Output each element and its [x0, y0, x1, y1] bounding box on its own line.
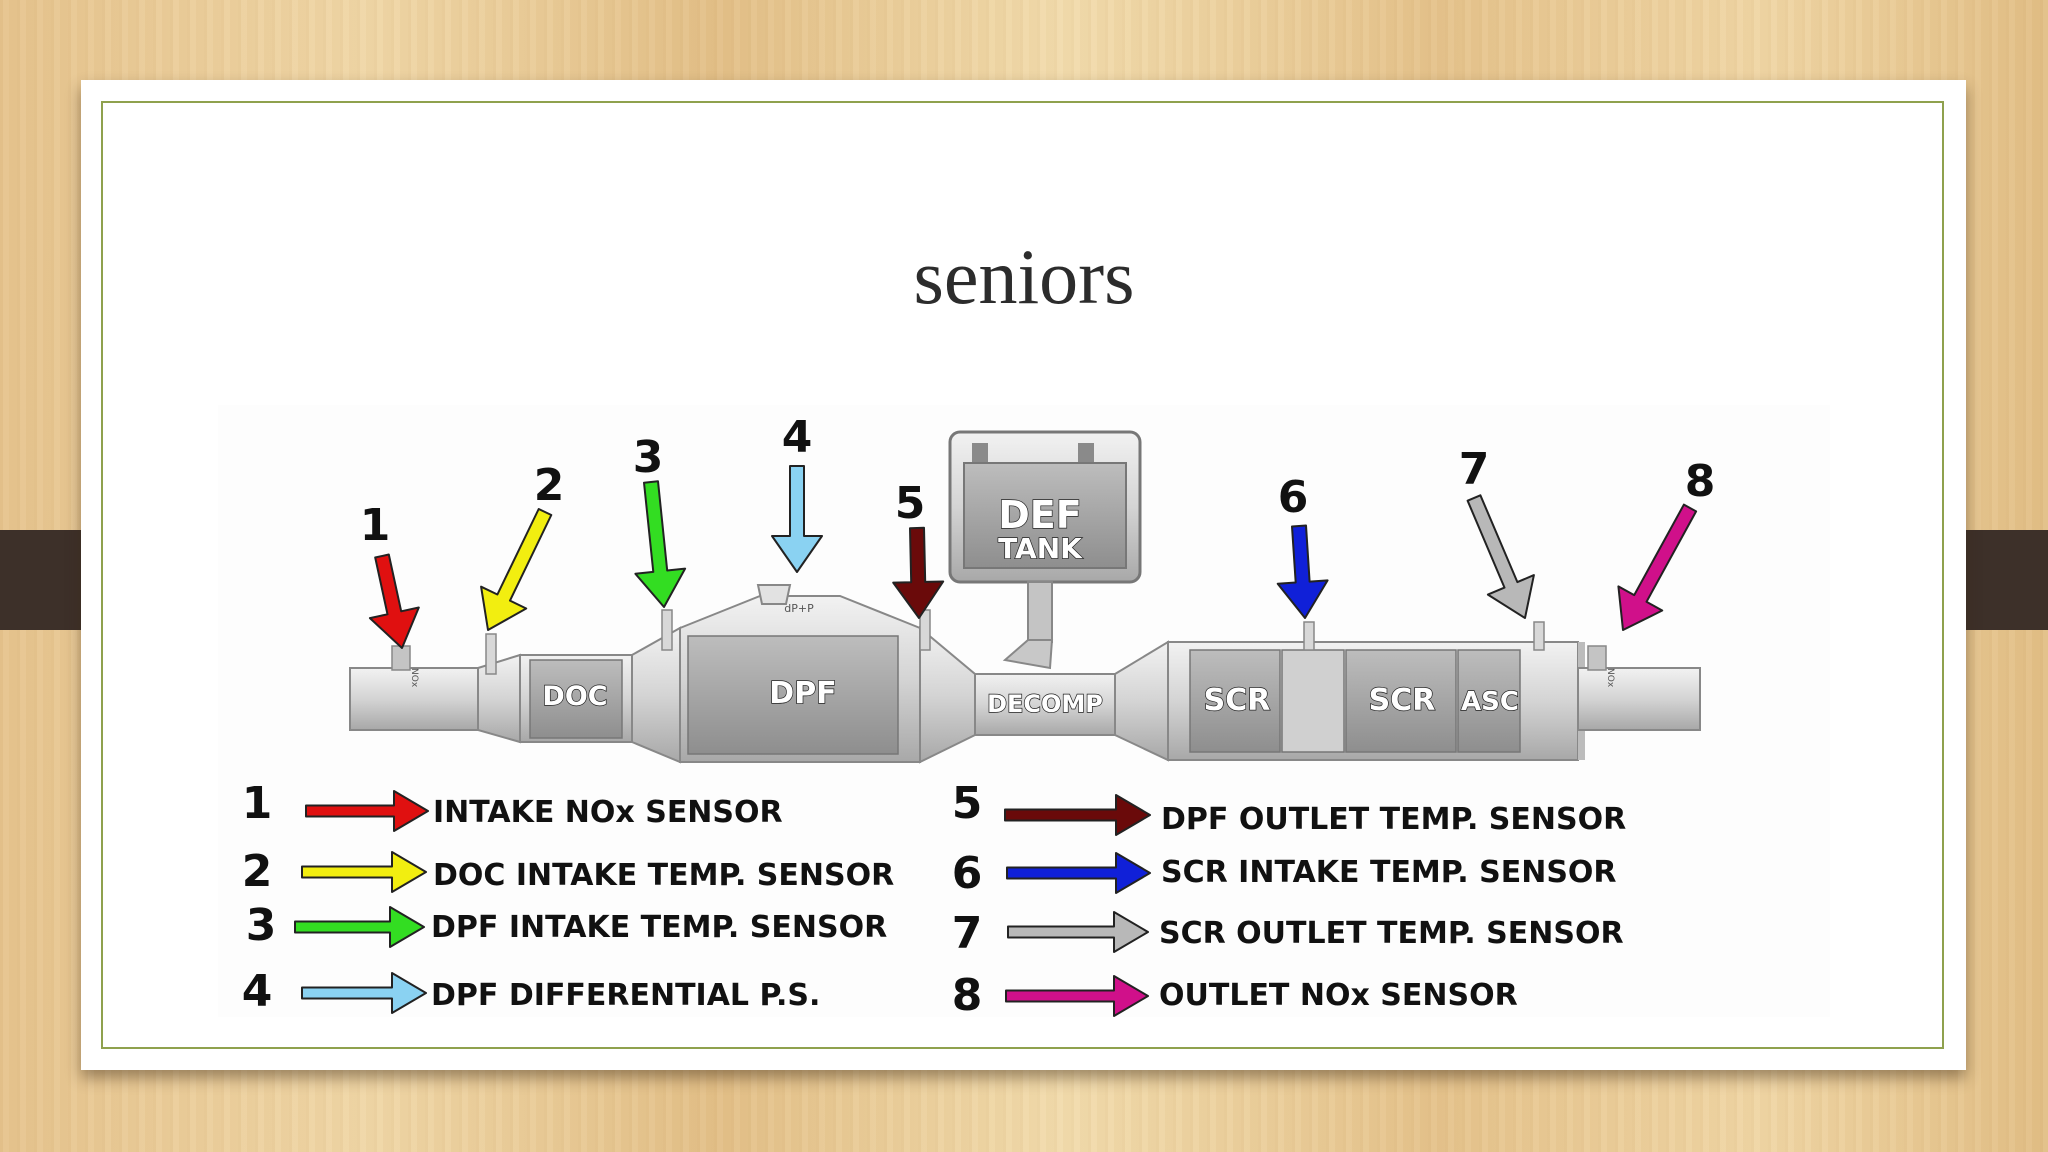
legend-number-2: 2 — [242, 846, 273, 897]
legend-number-3: 3 — [246, 900, 277, 951]
def-tank-label-line1: DEF — [998, 493, 1081, 537]
callout-arrow-7 — [1466, 494, 1535, 619]
dpf-label: DPF — [769, 676, 836, 711]
slide-title: seniors — [913, 233, 1135, 320]
intake-nox-tag: NOx — [409, 668, 419, 688]
def-tank: DEF TANK — [948, 430, 1142, 670]
legend-arrow-4 — [301, 972, 427, 1014]
callout-arrow-2 — [480, 508, 553, 631]
def-tank-label-line2: TANK — [998, 532, 1083, 565]
callout-number-5: 5 — [895, 478, 926, 529]
callout-number-7: 7 — [1459, 444, 1490, 495]
scr-label-2: SCR — [1369, 683, 1436, 718]
legend-arrow-5 — [1004, 794, 1151, 836]
legend-label-3: DPF INTAKE TEMP. SENSOR — [431, 910, 887, 945]
callout-number-2: 2 — [534, 460, 565, 511]
callout-number-8: 8 — [1685, 456, 1716, 507]
callout-number-3: 3 — [633, 432, 664, 483]
legend-number-6: 6 — [952, 848, 983, 899]
callout-arrow-5 — [892, 526, 945, 619]
legend-number-8: 8 — [952, 970, 983, 1017]
legend-label-1: INTAKE NOx SENSOR — [433, 795, 783, 830]
legend-label-4: DPF DIFFERENTIAL P.S. — [431, 978, 820, 1013]
slide-border — [101, 101, 1944, 1049]
legend-number-5: 5 — [952, 778, 983, 829]
legend-arrow-2 — [301, 851, 427, 893]
callout-number-1: 1 — [360, 500, 391, 551]
legend-arrow-7 — [1007, 911, 1149, 953]
doc-label: DOC — [542, 681, 607, 712]
exhaust-body — [349, 584, 1701, 764]
legend-number-1: 1 — [242, 778, 273, 829]
legend-label-6: SCR INTAKE TEMP. SENSOR — [1161, 855, 1617, 890]
callout-arrow-8 — [1617, 503, 1698, 631]
callout-arrow-1 — [368, 553, 420, 649]
dp-sensor-label: dP+P — [784, 602, 814, 615]
legend-arrow-3 — [294, 906, 425, 948]
callout-arrow-3 — [634, 480, 687, 608]
callout-arrow-6 — [1276, 524, 1329, 619]
callout-number-6: 6 — [1278, 472, 1309, 523]
exhaust-system-diagram: DEF TANK DOC DPF dP+P DECOMP — [218, 405, 1830, 1021]
legend-number-7: 7 — [952, 908, 983, 959]
legend-arrow-6 — [1006, 852, 1151, 894]
scr-label-1: SCR — [1204, 683, 1271, 718]
asc-label: ASC — [1461, 687, 1519, 717]
callout-number-4: 4 — [782, 412, 813, 463]
legend-label-8: OUTLET NOx SENSOR — [1159, 978, 1518, 1013]
callout-arrow-4 — [771, 465, 823, 573]
decomp-label: DECOMP — [987, 690, 1103, 718]
outlet-nox-tag: NOx — [1605, 668, 1615, 688]
legend-number-4: 4 — [242, 966, 273, 1017]
legend-label-7: SCR OUTLET TEMP. SENSOR — [1159, 916, 1624, 951]
legend-label-5: DPF OUTLET TEMP. SENSOR — [1161, 802, 1626, 837]
legend-label-2: DOC INTAKE TEMP. SENSOR — [433, 858, 894, 893]
legend-arrow-8 — [1005, 975, 1149, 1017]
legend-arrow-1 — [305, 790, 429, 832]
